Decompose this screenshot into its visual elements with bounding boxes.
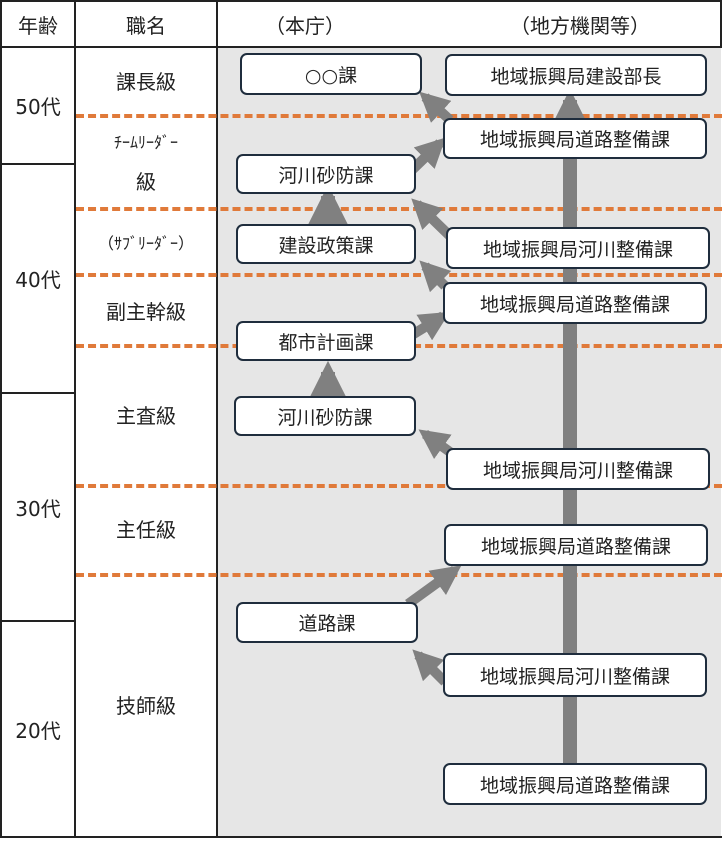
age-column-divider xyxy=(74,0,76,838)
arrow-regional-to-section xyxy=(419,91,454,124)
position-section-chief: 課長級 xyxy=(116,69,176,94)
hq-box-road: 道路課 xyxy=(236,602,418,643)
level-divider-chief xyxy=(76,114,722,118)
regional-box-river-2: 地域振興局河川整備課 xyxy=(446,448,710,490)
header-age: 年齢 xyxy=(18,13,58,38)
arrow-regional-to-river1 xyxy=(418,429,453,460)
position-engineer: 技師級 xyxy=(116,693,176,718)
level-divider-sub-leader xyxy=(76,273,722,277)
age-divider-40-30 xyxy=(0,392,75,394)
position-senior: 主任級 xyxy=(116,517,176,542)
position-vice-chief: 副主幹級 xyxy=(106,299,186,324)
table-border-right xyxy=(720,0,722,48)
position-column-divider xyxy=(216,0,218,838)
age-50s: 50代 xyxy=(15,95,61,119)
level-divider-chief-inspector xyxy=(76,484,722,488)
hq-box-section: ○○課 xyxy=(240,53,422,95)
arrow-regional-to-road xyxy=(412,649,449,686)
regional-box-construction-director: 地域振興局建設部長 xyxy=(445,54,707,96)
level-divider-senior xyxy=(76,573,722,577)
hq-box-urban-planning: 都市計画課 xyxy=(236,321,416,361)
table-border-left xyxy=(0,0,2,838)
arrow-regional-to-river2 xyxy=(411,198,454,240)
table-border-bottom xyxy=(0,836,722,838)
age-divider-50-40 xyxy=(0,163,75,165)
level-divider-team-leader xyxy=(76,207,722,211)
regional-box-road-1: 地域振興局道路整備課 xyxy=(443,763,707,805)
regional-box-road-2: 地域振興局道路整備課 xyxy=(444,524,708,566)
table-border-top xyxy=(0,0,722,2)
position-team-leader: ﾁｰﾑﾘｰﾀﾞｰ xyxy=(113,133,178,152)
header-divider xyxy=(0,46,722,48)
regional-box-road-3: 地域振興局道路整備課 xyxy=(443,282,707,324)
position-team-leader-suffix: 級 xyxy=(136,169,156,194)
regional-box-road-4: 地域振興局道路整備課 xyxy=(443,118,707,159)
position-chief-inspector: 主査級 xyxy=(116,403,176,428)
age-divider-30-20 xyxy=(0,620,75,622)
arrow-urban-to-regional xyxy=(409,311,450,341)
arrow-regional-to-policy xyxy=(419,260,452,293)
header-position: 職名 xyxy=(126,13,166,38)
header-hq: （本庁） xyxy=(265,13,345,38)
hq-box-construction-policy: 建設政策課 xyxy=(236,224,416,264)
age-30s: 30代 xyxy=(15,496,61,521)
arrow-road-to-regional xyxy=(405,565,462,609)
age-20s: 20代 xyxy=(15,718,61,743)
arrow-river2-to-regional xyxy=(408,137,446,174)
hq-box-river-erosion-2: 河川砂防課 xyxy=(236,154,416,194)
header-regional: （地方機関等） xyxy=(510,13,650,38)
position-sub-leader: （ｻﾌﾞﾘｰﾀﾞｰ） xyxy=(97,234,194,253)
age-40s: 40代 xyxy=(15,268,61,292)
hq-box-river-erosion-1: 河川砂防課 xyxy=(234,396,416,436)
regional-box-river-3: 地域振興局河川整備課 xyxy=(446,227,710,269)
regional-box-river-1: 地域振興局河川整備課 xyxy=(443,653,707,697)
